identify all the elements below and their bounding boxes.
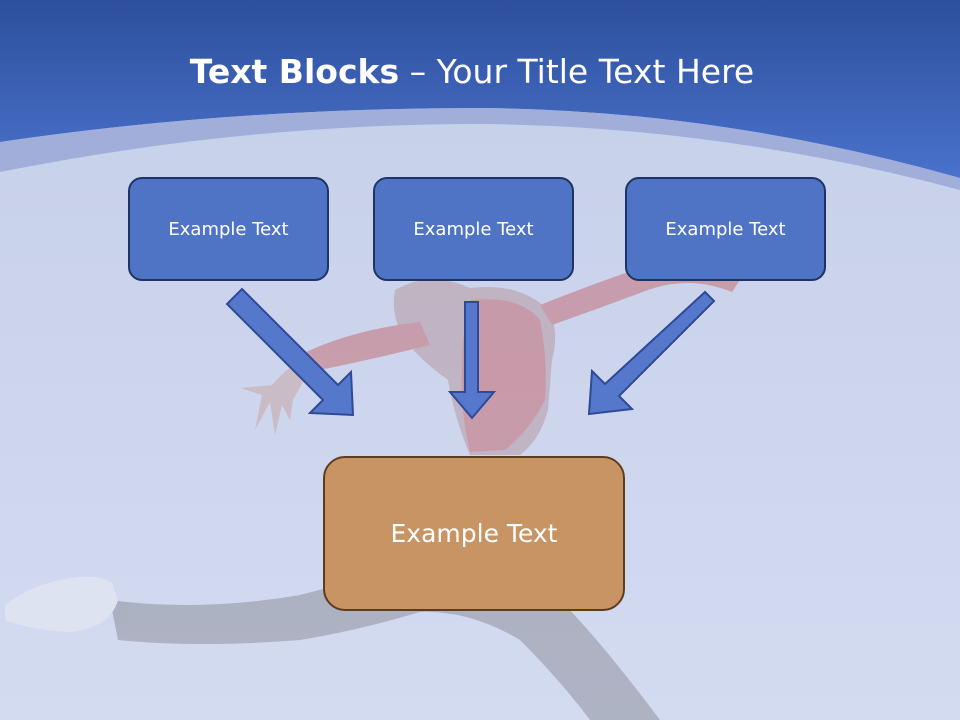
header-swoosh (0, 108, 960, 190)
text-block-result[interactable]: Example Text (323, 456, 625, 611)
header-band (0, 0, 960, 178)
title-bold-part: Text Blocks (189, 52, 400, 91)
text-block-2[interactable]: Example Text (373, 177, 574, 281)
text-block-1[interactable]: Example Text (128, 177, 329, 281)
title-dash: – (399, 52, 437, 91)
arrow-right-icon (587, 290, 716, 416)
arrow-center-icon (447, 301, 497, 420)
slide-title: Text Blocks – Your Title Text Here (0, 52, 944, 91)
text-block-3[interactable]: Example Text (625, 177, 826, 281)
arrow-left-icon (225, 287, 355, 417)
title-rest-part: Your Title Text Here (436, 52, 755, 91)
